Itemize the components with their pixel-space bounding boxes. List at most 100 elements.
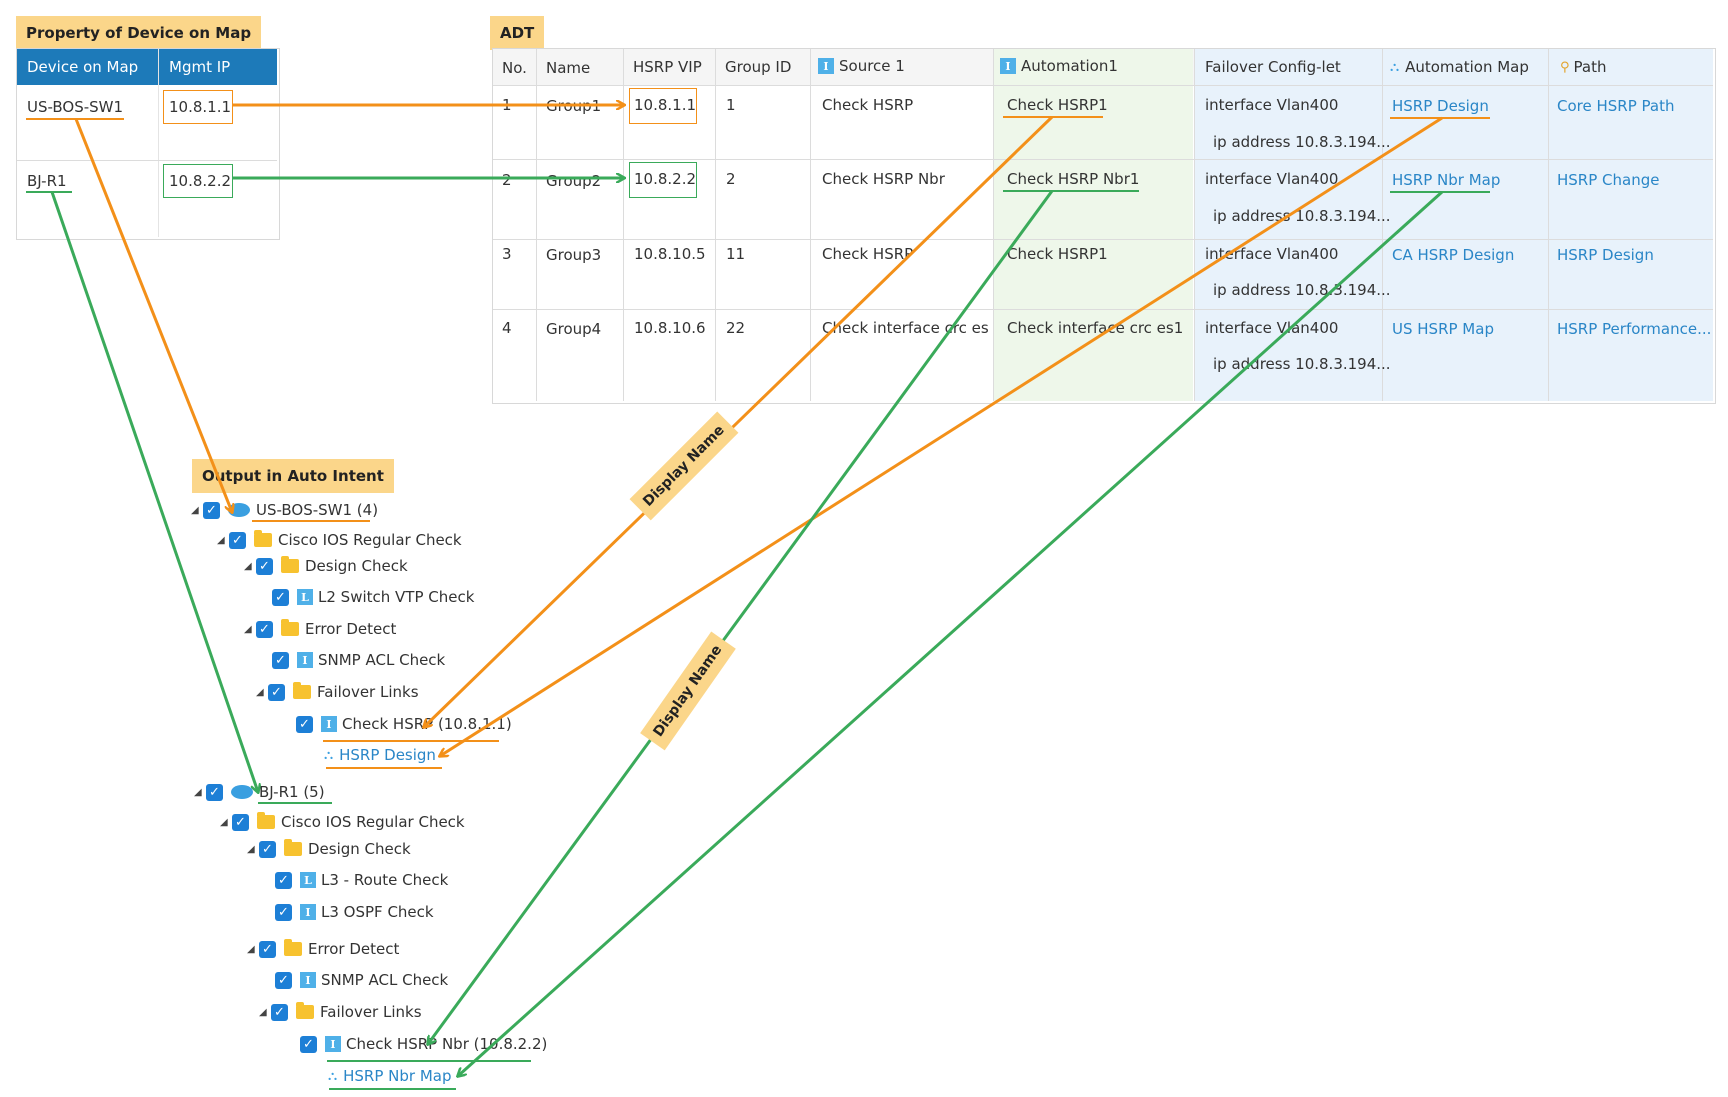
orange-underline <box>26 118 124 120</box>
mgmt-ip-10-8-2-2: 10.8.2.2 <box>169 172 232 190</box>
header-name: Name <box>546 59 591 77</box>
row-divider <box>493 85 1713 86</box>
tree-node-error-detect[interactable]: ◢ ✓ Error Detect <box>247 936 399 962</box>
tree-node-design-check[interactable]: ◢ ✓ Design Check <box>247 836 411 862</box>
column-divider <box>1548 49 1549 401</box>
cell-group-id: 1 <box>726 96 736 114</box>
property-panel-tag: Property of Device on Map <box>16 16 262 50</box>
checkbox-icon[interactable]: ✓ <box>275 871 292 889</box>
cell-path[interactable]: HSRP Change <box>1557 171 1660 189</box>
checkbox-icon[interactable]: ✓ <box>296 715 313 733</box>
collapse-arrow-icon[interactable]: ◢ <box>259 1006 267 1018</box>
cell-source: Check HSRP <box>822 245 914 263</box>
collapse-arrow-icon[interactable]: ◢ <box>244 560 252 572</box>
orange-underline <box>252 520 370 522</box>
collapse-arrow-icon[interactable]: ◢ <box>247 943 255 955</box>
lx-icon: L <box>300 872 316 888</box>
tree-label: Error Detect <box>308 940 400 958</box>
i-icon: I <box>300 904 316 920</box>
cell-path[interactable]: HSRP Performance... <box>1557 320 1712 338</box>
checkbox-icon[interactable]: ✓ <box>271 1003 288 1021</box>
tree-label: Cisco IOS Regular Check <box>281 813 465 831</box>
path-icon: ⚲ <box>1560 59 1570 75</box>
cell-automation[interactable]: Check HSRP1 <box>1007 96 1108 114</box>
tree-node-check-hsrp-nbr[interactable]: ✓ I Check HSRP Nbr (10.8.2.2) <box>300 1031 547 1057</box>
collapse-arrow-icon[interactable]: ◢ <box>194 786 202 798</box>
tree-node-hsrp-nbr-map[interactable]: ⛬ HSRP Nbr Map <box>328 1063 451 1089</box>
checkbox-icon[interactable]: ✓ <box>272 651 289 669</box>
header-mgmt-ip: Mgmt IP <box>169 58 231 76</box>
checkbox-icon[interactable]: ✓ <box>256 557 273 575</box>
tree-label: Design Check <box>308 840 411 858</box>
collapse-arrow-icon[interactable]: ◢ <box>220 816 228 828</box>
checkbox-icon[interactable]: ✓ <box>259 840 276 858</box>
cell-automation[interactable]: Check HSRP1 <box>1007 245 1108 263</box>
cell-automation[interactable]: Check HSRP Nbr1 <box>1007 170 1140 188</box>
tree-node-design-check[interactable]: ◢ ✓ Design Check <box>244 553 408 579</box>
cell-failover-line1: interface Vlan400 <box>1205 245 1339 263</box>
collapse-arrow-icon[interactable]: ◢ <box>217 534 225 546</box>
column-divider <box>810 49 811 401</box>
tree-label[interactable]: HSRP Nbr Map <box>343 1067 452 1085</box>
green-underline <box>329 1088 456 1090</box>
i-icon: I <box>297 652 313 668</box>
mgmt-ip-10-8-1-1: 10.8.1.1 <box>169 98 232 116</box>
checkbox-icon[interactable]: ✓ <box>256 620 273 638</box>
tree-node-snmp-acl-check[interactable]: ✓ I SNMP ACL Check <box>272 647 445 673</box>
tree-node-cisco-ios-regular-check[interactable]: ◢ ✓ Cisco IOS Regular Check <box>220 809 465 835</box>
folder-icon <box>281 556 299 573</box>
device-us-bos-sw1[interactable]: US-BOS-SW1 <box>27 98 124 116</box>
property-panel-header <box>17 49 277 85</box>
checkbox-icon[interactable]: ✓ <box>275 971 292 989</box>
checkbox-icon[interactable]: ✓ <box>232 813 249 831</box>
checkbox-icon[interactable]: ✓ <box>275 903 292 921</box>
tree-node-failover-links[interactable]: ◢ ✓ Failover Links <box>259 999 422 1025</box>
tree-node-hsrp-design-map[interactable]: ⛬ HSRP Design <box>324 742 436 768</box>
checkbox-icon[interactable]: ✓ <box>203 501 220 519</box>
cell-failover-line2: ip address 10.8.3.194... <box>1213 355 1391 373</box>
collapse-arrow-icon[interactable]: ◢ <box>244 623 252 635</box>
cell-no: 2 <box>502 171 512 189</box>
device-bj-r1[interactable]: BJ-R1 <box>27 172 67 190</box>
cell-automation-map[interactable]: HSRP Nbr Map <box>1392 171 1501 189</box>
green-underline <box>26 191 72 193</box>
header-automation1-label: Automation1 <box>1021 57 1118 75</box>
i-icon: I <box>325 1036 341 1052</box>
cell-name: Group4 <box>546 320 602 338</box>
tree-node-error-detect[interactable]: ◢ ✓ Error Detect <box>244 616 396 642</box>
cell-automation-map[interactable]: US HSRP Map <box>1392 320 1494 338</box>
checkbox-icon[interactable]: ✓ <box>300 1035 317 1053</box>
folder-icon <box>284 939 302 956</box>
cell-automation-map[interactable]: CA HSRP Design <box>1392 246 1515 264</box>
collapse-arrow-icon[interactable]: ◢ <box>247 843 255 855</box>
tree-node-check-hsrp[interactable]: ✓ I Check HSRP (10.8.1.1) <box>296 711 512 737</box>
tree-node-failover-links[interactable]: ◢ ✓ Failover Links <box>256 679 419 705</box>
checkbox-icon[interactable]: ✓ <box>272 588 289 606</box>
tree-node-snmp-acl-check[interactable]: ✓ I SNMP ACL Check <box>275 967 448 993</box>
tree-label: Failover Links <box>320 1003 422 1021</box>
automation-map-icon: ⛬ <box>324 747 334 763</box>
cell-path[interactable]: Core HSRP Path <box>1557 97 1675 115</box>
cell-automation-map[interactable]: HSRP Design <box>1392 97 1489 115</box>
cell-path[interactable]: HSRP Design <box>1557 246 1654 264</box>
adt-tag: ADT <box>490 16 545 50</box>
tree-label[interactable]: HSRP Design <box>339 746 436 764</box>
tree-node-l3-route-check[interactable]: ✓ L L3 - Route Check <box>275 867 448 893</box>
folder-icon <box>284 839 302 856</box>
checkbox-icon[interactable]: ✓ <box>259 940 276 958</box>
cell-automation[interactable]: Check interface crc es1 <box>1007 319 1184 337</box>
tree-node-l3-ospf-check[interactable]: ✓ I L3 OSPF Check <box>275 899 434 925</box>
tree-node-cisco-ios-regular-check[interactable]: ◢ ✓ Cisco IOS Regular Check <box>217 527 462 553</box>
row-divider <box>493 309 1713 310</box>
cell-failover-line2: ip address 10.8.3.194... <box>1213 133 1391 151</box>
tree-node-l2-switch-vtp-check[interactable]: ✓ L L2 Switch VTP Check <box>272 584 474 610</box>
tree-label: L2 Switch VTP Check <box>318 588 475 606</box>
checkbox-icon[interactable]: ✓ <box>229 531 246 549</box>
tree-label: Error Detect <box>305 620 397 638</box>
collapse-arrow-icon[interactable]: ◢ <box>191 504 199 516</box>
checkbox-icon[interactable]: ✓ <box>268 683 285 701</box>
collapse-arrow-icon[interactable]: ◢ <box>256 686 264 698</box>
checkbox-icon[interactable]: ✓ <box>206 783 223 801</box>
tree-label: US-BOS-SW1 (4) <box>256 501 379 519</box>
